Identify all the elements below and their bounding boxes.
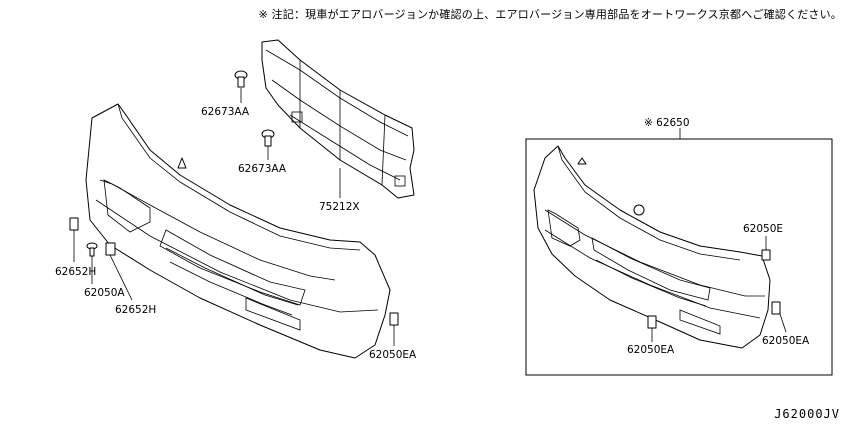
label-62050EA-1: 62050EA (369, 349, 417, 361)
front-bumper-main (85, 103, 391, 359)
label-62050E: 62050E (743, 223, 783, 235)
bumper-reinforcement (261, 39, 415, 199)
aero-version-box (525, 138, 833, 376)
label-62652H-2: 62652H (115, 304, 156, 316)
front-bumper-aero (533, 145, 771, 349)
clip-62050E (761, 249, 771, 261)
clip-62050EA-2 (647, 315, 657, 329)
diagram-code: J62000JV (774, 407, 840, 421)
clip-62673AA-upper (234, 70, 248, 88)
clip-62050A (86, 242, 98, 257)
clip-62673AA-lower (261, 129, 275, 147)
label-62673AA-lower: 62673AA (238, 163, 287, 175)
label-62050EA-3: 62050EA (762, 335, 810, 347)
label-75212X: 75212X (319, 201, 360, 213)
label-62050EA-2: 62050EA (627, 344, 675, 356)
clip-62050EA-3 (771, 301, 781, 315)
clip-62050EA-1 (389, 312, 399, 326)
notice-text: ※ 注記：現車がエアロバージョンか確認の上、エアロバージョン専用部品をオートワー… (258, 8, 842, 21)
label-62650: ※ 62650 (644, 117, 690, 129)
clip-62652H-1 (69, 217, 79, 231)
clip-62652H-2 (105, 242, 116, 256)
label-62652H-1: 62652H (55, 266, 96, 278)
label-62673AA-upper: 62673AA (201, 106, 250, 118)
label-62050A: 62050A (84, 287, 125, 299)
